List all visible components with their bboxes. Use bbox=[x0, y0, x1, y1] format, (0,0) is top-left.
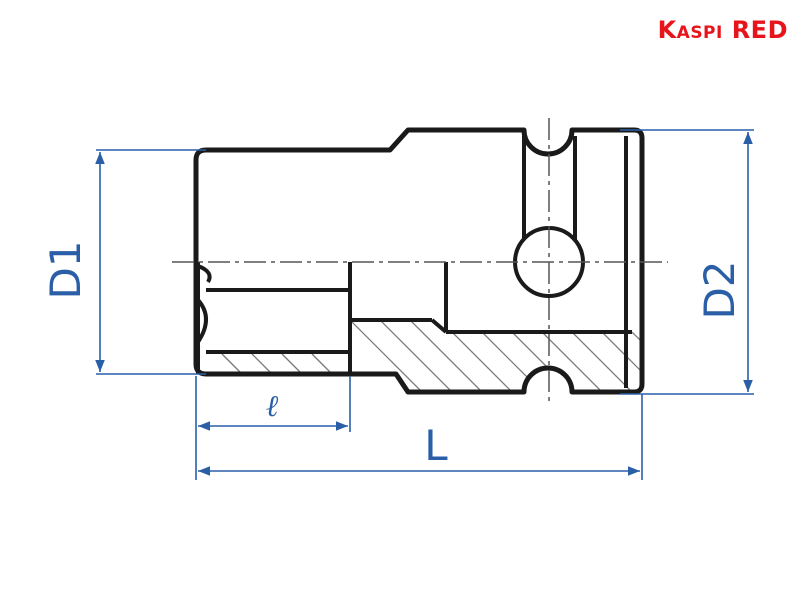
socket-teeth-hatching bbox=[221, 353, 331, 373]
l-label: L bbox=[424, 421, 448, 470]
d1-label: D1 bbox=[41, 240, 90, 299]
centerlines bbox=[172, 118, 668, 404]
ell-label: ℓ bbox=[266, 389, 279, 424]
section-hatching bbox=[352, 320, 640, 390]
d2-label: D2 bbox=[695, 260, 744, 319]
brand-logo: Kaspi RED bbox=[657, 16, 788, 44]
dimension-lines bbox=[95, 129, 754, 480]
